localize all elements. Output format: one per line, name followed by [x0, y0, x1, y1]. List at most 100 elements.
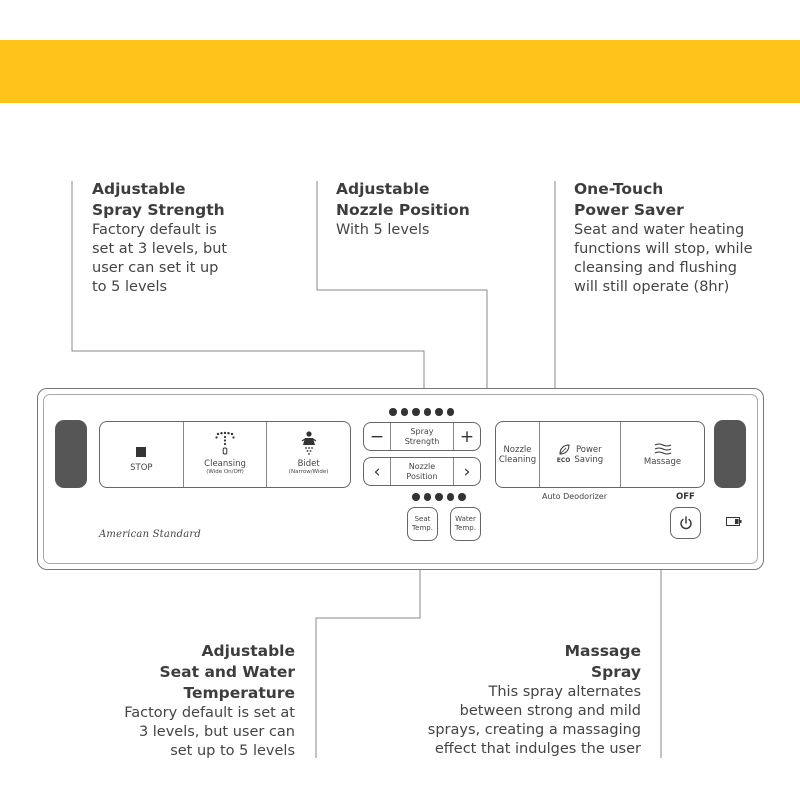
- level-dot: [446, 493, 454, 501]
- level-dot: [446, 408, 454, 416]
- off-label: OFF: [676, 492, 695, 502]
- callout-title: Nozzle Position: [336, 201, 470, 219]
- yellow-header-band: [0, 40, 800, 103]
- level-dot: [435, 493, 443, 501]
- battery-indicator-icon: [726, 517, 742, 526]
- stop-label: STOP: [130, 462, 153, 473]
- callout-spray-strength: Adjustable Spray Strength Factory defaul…: [92, 179, 227, 297]
- callout-desc: set up to 5 levels: [170, 743, 295, 759]
- power-icon: [679, 516, 692, 530]
- callout-desc: will still operate (8hr): [574, 279, 730, 295]
- level-dot: [458, 493, 466, 501]
- stop-button[interactable]: STOP: [100, 422, 184, 487]
- callout-desc: sprays, creating a massaging: [427, 722, 641, 738]
- callout-title: Adjustable: [92, 180, 186, 198]
- callout-power-saver: One-Touch Power Saver Seat and water hea…: [574, 179, 753, 297]
- nozzle-cleaning-button[interactable]: Nozzle Cleaning: [496, 422, 540, 487]
- callout-title: Spray Strength: [92, 201, 225, 219]
- callout-title: Spray: [591, 663, 641, 681]
- callout-title: Temperature: [183, 684, 296, 702]
- spray-strength-label: Spray Strength: [390, 423, 454, 450]
- nozzle-cleaning-line1: Nozzle: [503, 444, 532, 455]
- water-temp-button[interactable]: Water Temp.: [450, 507, 481, 541]
- callout-desc: Factory default is: [92, 222, 217, 238]
- spray-label-line1: Spray: [410, 426, 434, 436]
- control-panel: STOP Cleansing (Wide On/Off): [37, 388, 764, 570]
- bidet-button[interactable]: Bidet (Narrow/Wide): [267, 422, 350, 487]
- power-off-button[interactable]: [670, 507, 701, 539]
- callout-desc: With 5 levels: [336, 222, 430, 238]
- callout-desc: Factory default is set at: [124, 705, 295, 721]
- cleansing-sub-label: (Wide On/Off): [206, 469, 244, 475]
- callout-desc: user can set it up: [92, 260, 219, 276]
- water-temp-line1: Water: [455, 515, 476, 523]
- nozzle-forward-button[interactable]: ›: [463, 461, 471, 482]
- power-saving-line1: Power: [575, 444, 602, 455]
- callout-title: Power Saver: [574, 201, 684, 219]
- callout-desc: to 5 levels: [92, 279, 168, 295]
- callout-title: Massage: [564, 642, 641, 660]
- callout-desc: This spray alternates: [488, 684, 642, 700]
- level-dot: [412, 408, 420, 416]
- nozzle-back-button[interactable]: ‹: [373, 461, 381, 482]
- callout-title: Adjustable: [336, 180, 430, 198]
- level-dot: [400, 408, 408, 416]
- cleansing-spray-icon: [215, 431, 235, 455]
- cleansing-label: Cleansing: [204, 459, 246, 469]
- leader-temperature: [315, 548, 421, 758]
- massage-button[interactable]: Massage: [621, 422, 704, 487]
- callout-desc: Seat and water heating: [574, 222, 745, 238]
- spray-label-line2: Strength: [404, 436, 440, 446]
- level-dot: [412, 493, 420, 501]
- level-dot: [423, 493, 431, 501]
- leader-spray-strength: [71, 181, 425, 402]
- spray-strength-level-dots: [389, 408, 454, 416]
- level-dot: [389, 408, 397, 416]
- eco-label: ECO: [556, 456, 571, 464]
- leaf-icon: [559, 443, 570, 455]
- right-grip: [714, 420, 746, 488]
- seat-temp-line1: Seat: [414, 515, 431, 523]
- callout-title: One-Touch: [574, 180, 664, 198]
- cleansing-button[interactable]: Cleansing (Wide On/Off): [184, 422, 268, 487]
- bidet-sub-label: (Narrow/Wide): [288, 469, 329, 475]
- callout-desc: functions will stop, while: [574, 241, 753, 257]
- massage-wave-icon: [654, 442, 671, 455]
- panel-inner-border: [43, 394, 758, 564]
- auto-deodorizer-label: Auto Deodorizer: [542, 492, 607, 501]
- nozzle-label-line1: Nozzle: [408, 461, 436, 471]
- temperature-level-dots: [412, 493, 466, 501]
- american-standard-logo: American Standard: [99, 529, 201, 540]
- callout-title: Adjustable: [201, 642, 295, 660]
- nozzle-position-label: Nozzle Position: [390, 458, 454, 485]
- level-dot: [435, 408, 443, 416]
- bidet-label: Bidet: [297, 459, 320, 469]
- power-saving-button[interactable]: ECO Power Saving: [540, 422, 621, 487]
- nozzle-label-line2: Position: [406, 471, 438, 481]
- nozzle-cleaning-line2: Cleaning: [498, 454, 537, 465]
- spray-decrease-button[interactable]: −: [369, 426, 385, 447]
- massage-label: Massage: [643, 456, 682, 467]
- callout-desc: cleansing and flushing: [574, 260, 737, 276]
- seat-temp-line2: Temp.: [412, 524, 433, 532]
- callout-title: Seat and Water: [159, 663, 296, 681]
- callout-temperature: Adjustable Seat and Water Temperature Fa…: [80, 641, 295, 761]
- comfort-function-buttons: Nozzle Cleaning ECO Power Saving: [495, 421, 705, 488]
- stop-icon: [136, 446, 147, 457]
- spray-strength-control: − Spray Strength +: [363, 422, 481, 451]
- callout-nozzle-position: Adjustable Nozzle Position With 5 levels: [336, 179, 470, 240]
- main-function-buttons: STOP Cleansing (Wide On/Off): [99, 421, 351, 488]
- callout-desc: effect that indulges the user: [434, 741, 641, 757]
- power-saving-line2: Saving: [574, 454, 604, 465]
- left-grip: [55, 420, 87, 488]
- callout-massage: Massage Spray This spray alternates betw…: [400, 641, 641, 759]
- callout-desc: between strong and mild: [459, 703, 641, 719]
- nozzle-position-control: ‹ Nozzle Position ›: [363, 457, 481, 486]
- spray-increase-button[interactable]: +: [459, 426, 475, 447]
- callout-desc: 3 levels, but user can: [138, 724, 295, 740]
- callout-desc: set at 3 levels, but: [92, 241, 228, 257]
- water-temp-line2: Temp.: [455, 524, 476, 532]
- leader-nozzle-position: [316, 181, 488, 461]
- seat-temp-button[interactable]: Seat Temp.: [407, 507, 438, 541]
- bidet-person-icon: [301, 431, 317, 455]
